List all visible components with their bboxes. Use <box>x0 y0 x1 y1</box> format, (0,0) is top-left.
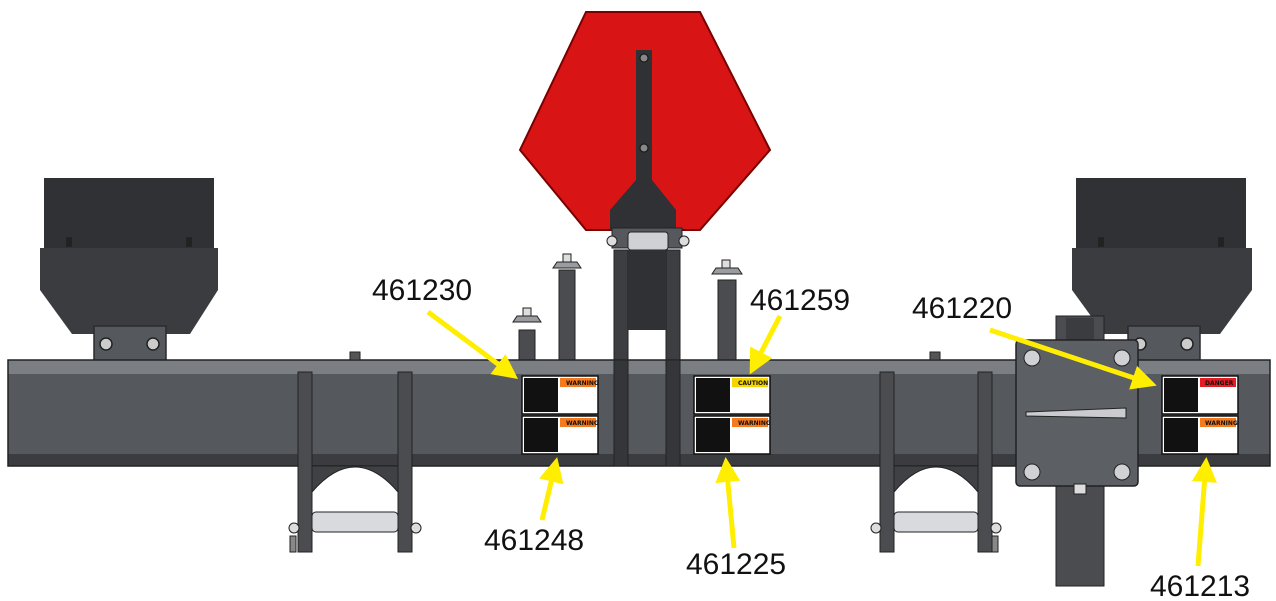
label-461248: 461248 <box>484 524 584 557</box>
label-461213: 461213 <box>1150 570 1250 601</box>
label-461259: 461259 <box>750 284 850 317</box>
arrow-461230 <box>426 309 519 379</box>
decal-label-warning-4: WARNING <box>1205 420 1238 427</box>
arrow-461225 <box>715 457 741 549</box>
pin-posts <box>512 253 743 365</box>
decal-label-danger: DANGER <box>1205 380 1234 387</box>
right-clamp <box>870 371 1002 553</box>
label-461225: 461225 <box>686 548 786 581</box>
decal-label-warning-1: WARNING <box>566 380 599 387</box>
decal-group-center: CAUTION WARNING <box>693 375 771 455</box>
callout-arrows <box>426 309 1217 567</box>
left-hopper <box>40 178 218 363</box>
right-hopper <box>1072 178 1252 363</box>
arrow-461259 <box>749 314 783 375</box>
arrow-461220 <box>989 327 1157 390</box>
center-mast-front <box>613 359 681 467</box>
decal-label-warning-2: WARNING <box>566 420 599 427</box>
part-labels: 461230 461259 461220 461248 461225 46121… <box>372 274 1250 601</box>
label-461230: 461230 <box>372 274 472 307</box>
label-461220: 461220 <box>912 292 1012 325</box>
arrow-461248 <box>539 457 564 521</box>
decal-group-left: WARNING WARNING <box>521 375 599 455</box>
smv-reflector <box>518 11 772 231</box>
decal-group-right: DANGER WARNING <box>1161 375 1239 455</box>
arrow-461213 <box>1192 457 1217 567</box>
decal-label-warning-3: WARNING <box>738 420 771 427</box>
decal-label-caution: CAUTION <box>738 380 768 387</box>
left-clamp <box>288 371 422 553</box>
